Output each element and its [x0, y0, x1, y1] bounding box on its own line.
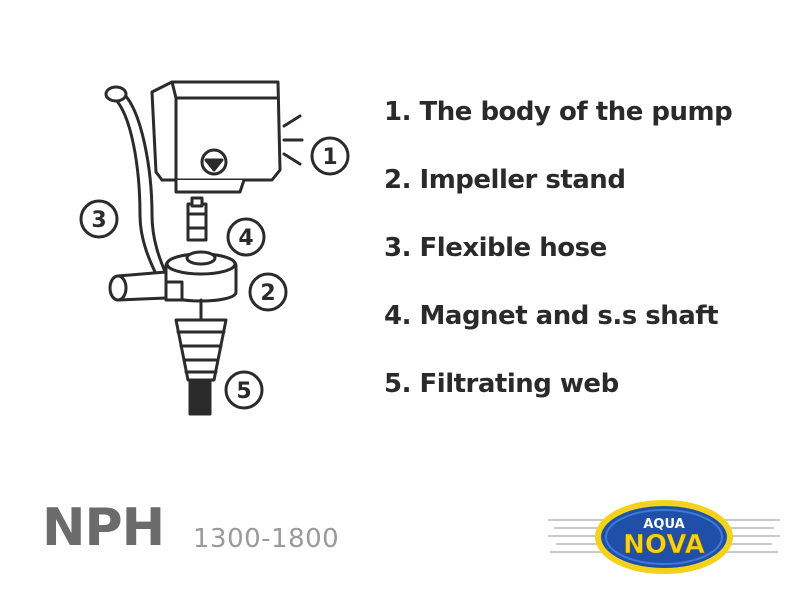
callout-3-label: 3: [91, 208, 106, 233]
aqua-nova-logo: AQUA NOVA: [548, 500, 780, 574]
shaft-cap: [190, 196, 204, 208]
filter-tip: [188, 378, 212, 416]
callout-5-circle: [224, 370, 264, 410]
legend-item-pump-body: 1. The body of the pump: [384, 97, 733, 127]
logo-text-aqua: AQUA: [643, 517, 684, 532]
parts-legend: 1. The body of the pump 2. Impeller stan…: [384, 92, 784, 432]
callout-4-label: 4: [238, 226, 253, 251]
logo-text-nova: NOVA: [623, 530, 705, 560]
callout-4-circle: [226, 217, 266, 257]
flexible-hose: [110, 94, 160, 280]
impeller-hub: [185, 250, 217, 266]
callout-1-circle: [310, 136, 350, 176]
outlet-mouth: [108, 274, 128, 302]
body-base: [174, 178, 246, 194]
side-nozzle: [164, 280, 184, 302]
callout-1-label: 1: [322, 145, 337, 170]
pump-body: [150, 80, 282, 182]
hose-tip: [104, 85, 128, 103]
callout-3-circle: [79, 199, 119, 239]
legend-item-flexible-hose: 3. Flexible hose: [384, 233, 607, 263]
legend-item-filtrating-web: 5. Filtrating web: [384, 369, 619, 399]
vent-line: [282, 152, 302, 166]
model-range: 1300-1800: [193, 524, 340, 554]
vent-line: [282, 114, 302, 128]
legend-item-impeller-stand: 2. Impeller stand: [384, 165, 626, 195]
model-name: NPH: [42, 498, 165, 558]
knob-arrow: [204, 158, 224, 172]
legend-item-magnet-shaft: 4. Magnet and s.s shaft: [384, 301, 719, 331]
callout-5-label: 5: [236, 379, 251, 404]
callout-2-circle: [248, 272, 288, 312]
flexible-hose-inner: [120, 90, 168, 276]
magnet-shaft: [186, 202, 208, 242]
callout-2-label: 2: [260, 281, 275, 306]
